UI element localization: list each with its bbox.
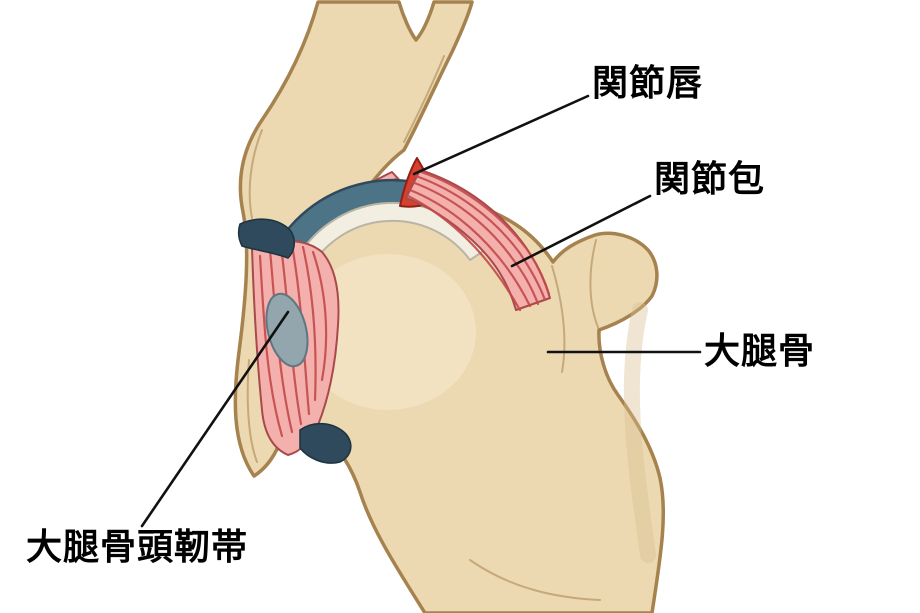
label-joint-capsule: 関節包 — [654, 159, 766, 200]
label-ligament-of-femoral-head: 大腿骨頭靭帯 — [26, 527, 249, 568]
leader-lines — [140, 94, 702, 528]
synovial-recess-bottom — [299, 422, 352, 464]
label-labrum: 関節唇 — [592, 63, 704, 104]
leader-line-capsule — [510, 194, 652, 268]
femoral-head-highlight — [300, 254, 476, 410]
synovial-recess-top — [237, 218, 295, 259]
joint-capsule-right — [405, 169, 551, 312]
femur-bone — [275, 193, 666, 613]
ligament-of-femoral-head — [265, 292, 309, 368]
leader-line-ligament — [140, 310, 290, 528]
label-femur: 大腿骨 — [704, 331, 816, 372]
leader-line-labrum — [412, 94, 590, 176]
